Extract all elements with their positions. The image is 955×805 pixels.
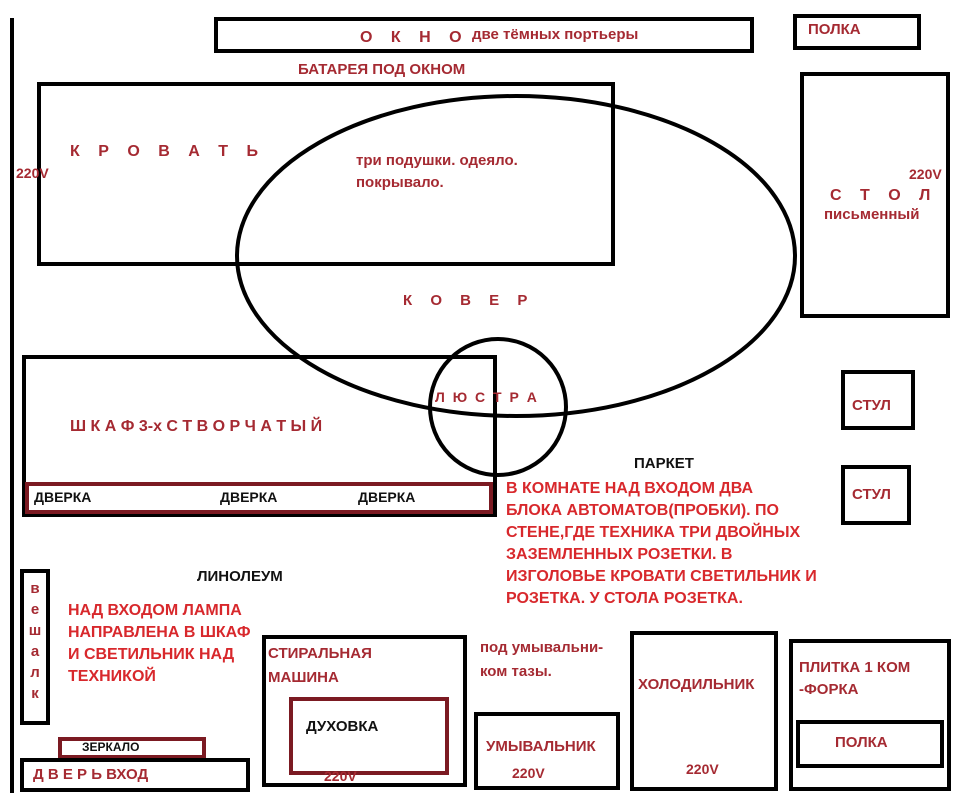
hanger-box <box>20 569 50 725</box>
stove-label: ПЛИТКА 1 КОМ -ФОРКА <box>799 659 911 698</box>
linoleum-label: ЛИНОЛЕУМ <box>197 568 283 585</box>
sink-label: УМЫВАЛЬНИК <box>486 738 596 755</box>
stove-box <box>789 639 951 791</box>
window-label: О К Н О <box>360 29 469 46</box>
washer-label: СТИРАЛЬНАЯ МАШИНА <box>268 645 372 686</box>
battery-label: БАТАРЕЯ ПОД ОКНОМ <box>298 61 466 78</box>
wardrobe-box <box>22 355 497 517</box>
curtains-label: две тёмных портьеры <box>472 26 639 43</box>
door-3-label: ДВЕРКА <box>358 489 416 505</box>
desk-sub-label: письменный <box>824 206 920 223</box>
window-box <box>214 17 754 53</box>
door-2-label: ДВЕРКА <box>220 489 278 505</box>
entry-label: Д В Е Р Ь ВХОД <box>33 766 149 783</box>
carpet-label: К О В Е Р <box>403 292 535 309</box>
desk-box <box>800 72 950 318</box>
shelf-top-box <box>793 14 921 50</box>
volt-desk: 220V <box>909 166 942 182</box>
fridge-label: ХОЛОДИЛЬНИК <box>638 676 755 693</box>
sink-box <box>474 712 620 790</box>
mirror-box <box>58 737 206 759</box>
volt-sink: 220V <box>512 765 545 781</box>
mirror-label: ЗЕРКАЛО <box>82 740 140 754</box>
hanger-label: в е ш а л к <box>28 580 42 702</box>
chair-1-label: СТУЛ <box>852 397 891 414</box>
electric-note: В КОМНАТЕ НАД ВХОДОМ ДВА БЛОКА АВТОМАТОВ… <box>506 480 817 607</box>
shelf-bottom-label: ПОЛКА <box>835 734 888 751</box>
chair-2-label: СТУЛ <box>852 486 891 503</box>
sink-note: под умывальни- ком тазы. <box>480 639 604 680</box>
shelf-top-label: ПОЛКА <box>808 21 861 38</box>
shelf-bottom-box <box>796 720 944 768</box>
chandelier-circle <box>428 337 568 477</box>
washer-box <box>262 635 467 787</box>
volt-left: 220V <box>16 165 49 181</box>
entry-door-box <box>20 758 250 792</box>
left-wall <box>10 18 14 793</box>
fridge-box <box>630 631 778 791</box>
chair-2-box <box>841 465 911 525</box>
chandelier-label: Л Ю С Т Р А <box>435 389 539 405</box>
oven-box <box>289 697 449 775</box>
volt-fridge: 220V <box>686 761 719 777</box>
parquet-label: ПАРКЕТ <box>634 455 694 472</box>
bed-label: К Р О В А Т Ь <box>70 143 265 160</box>
door-1-label: ДВЕРКА <box>34 489 92 505</box>
bed-box <box>37 82 615 266</box>
chair-1-box <box>841 370 915 430</box>
desk-label: С Т О Л <box>830 187 938 204</box>
oven-label: ДУХОВКА <box>306 718 379 735</box>
lamp-note: НАД ВХОДОМ ЛАМПА НАПРАВЛЕНА В ШКАФ И СВЕ… <box>68 602 251 685</box>
volt-washer: 220V <box>324 768 357 784</box>
wardrobe-label: Ш К А Ф 3-х С Т В О Р Ч А Т Ы Й <box>70 418 323 435</box>
carpet-ellipse <box>235 94 797 418</box>
wardrobe-doors-strip <box>25 482 493 514</box>
bed-items-note: три подушки. одеяло. покрывало. <box>356 152 518 191</box>
